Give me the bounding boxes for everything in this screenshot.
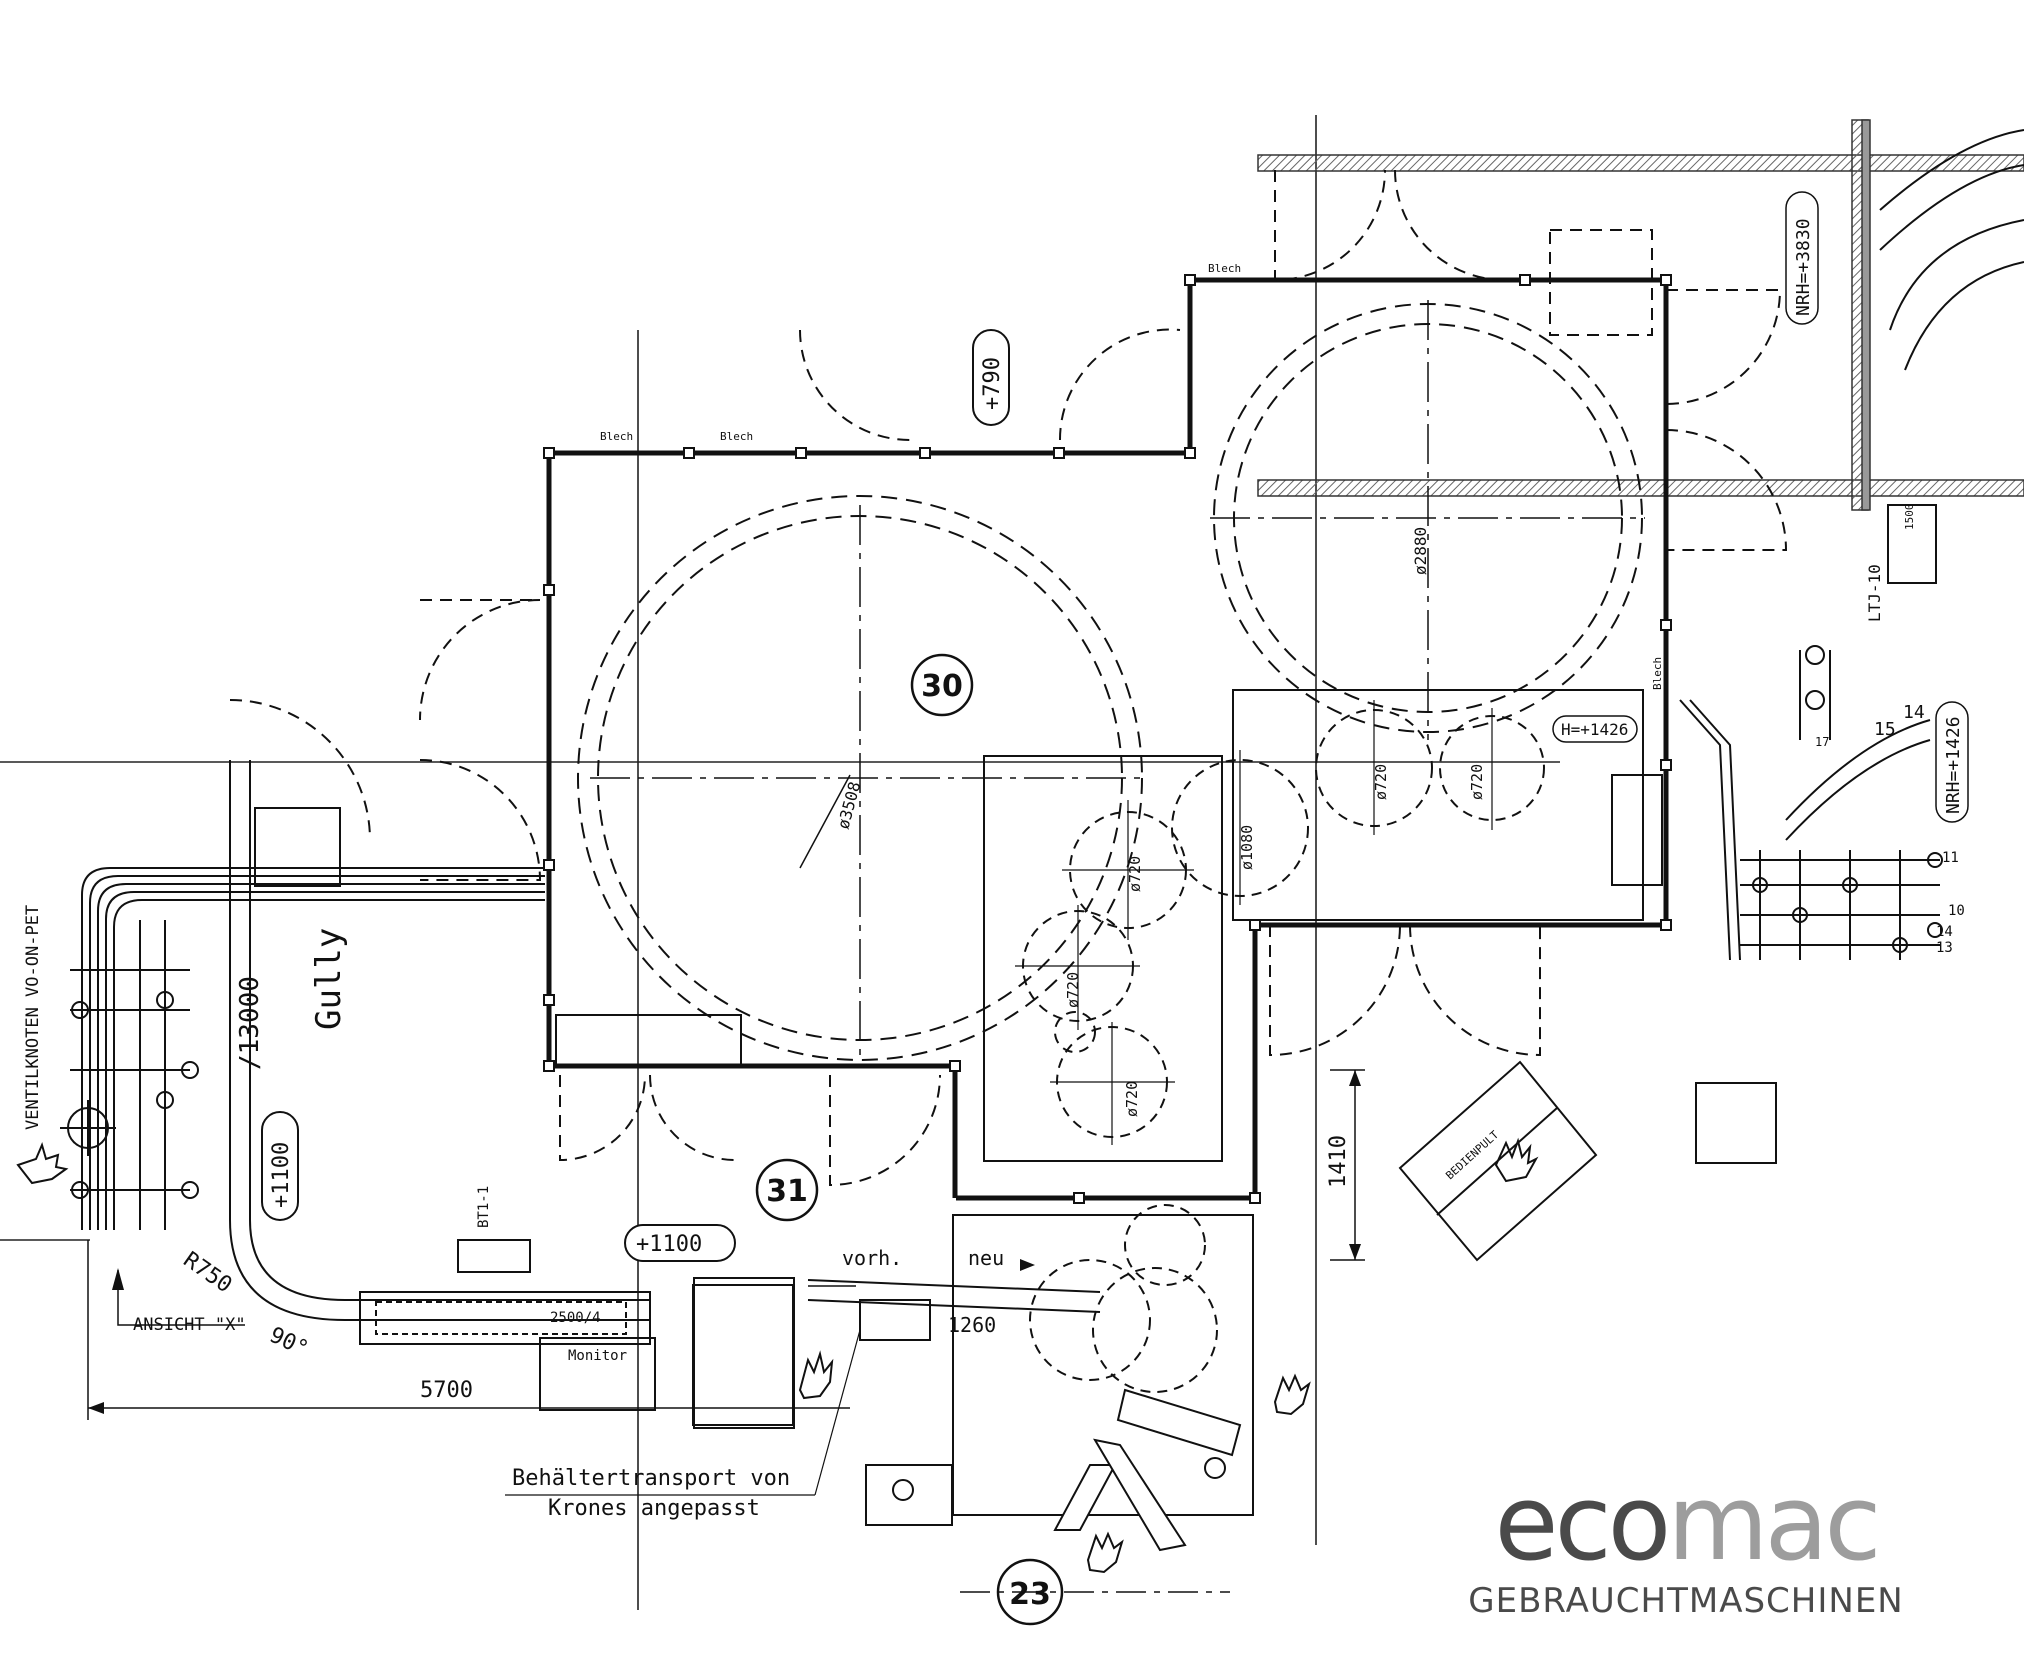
dim-2500: 2500/4 bbox=[550, 1310, 601, 1326]
number-17: 17 bbox=[1815, 735, 1829, 749]
transport-note-line2: Krones angepasst bbox=[548, 1496, 760, 1521]
number-14: 14 bbox=[1936, 924, 1953, 940]
vorh-label: vorh. bbox=[842, 1246, 902, 1270]
dim-phi720-a: ø720 bbox=[1126, 856, 1144, 892]
conveyor-lines bbox=[81, 129, 2024, 1321]
level-tag-1100-horizontal: +1100 bbox=[624, 1224, 736, 1262]
arrowheads bbox=[88, 1070, 1361, 1414]
brand-name-mac: mac bbox=[1667, 1462, 1881, 1584]
blech-label-2: Blech bbox=[720, 430, 753, 443]
dim-phi1080: ø1080 bbox=[1238, 825, 1256, 870]
neu-label: neu bbox=[968, 1246, 1004, 1270]
blech-label-3: Blech bbox=[1208, 262, 1241, 275]
robot-arms bbox=[892, 1388, 1242, 1552]
number-15: 15 bbox=[1874, 719, 1896, 740]
level-nrh1426-text: NRH=+1426 bbox=[1943, 716, 1964, 814]
wall-posts bbox=[543, 274, 1672, 1204]
conveyor-belt bbox=[359, 1277, 1101, 1429]
number-11: 11 bbox=[1942, 850, 1959, 866]
dim-phi2880: ø2880 bbox=[1411, 527, 1430, 575]
level-790-text: +790 bbox=[980, 357, 1005, 410]
tank-outlines bbox=[577, 303, 1643, 1061]
zone-30-label: 30 bbox=[921, 669, 963, 704]
monitor-label: Monitor bbox=[568, 1348, 627, 1364]
level-tag-h1426: H=+1426 bbox=[1552, 715, 1638, 743]
zone-23-marker: 23 bbox=[960, 1558, 1230, 1626]
transport-note-line1: Behältertransport von bbox=[512, 1466, 790, 1491]
level-tag-nrh1426: NRH=+1426 bbox=[1935, 701, 1969, 823]
level-tag-1100-vertical: +1100 bbox=[261, 1111, 299, 1221]
number-13: 13 bbox=[1936, 940, 1953, 956]
gully-label: Gully bbox=[309, 928, 349, 1030]
dim-1260: 1260 bbox=[948, 1313, 996, 1337]
brand-name: ecomac bbox=[1426, 1471, 1946, 1575]
level-nrh3830-text: NRH=+3830 bbox=[1793, 218, 1814, 316]
ventilknoten-label: VENTILKNOTEN VO-ON-PET bbox=[23, 905, 43, 1130]
equipment-boxes bbox=[254, 229, 1937, 1526]
dim-phi720-b: ø720 bbox=[1064, 972, 1082, 1008]
zone-23-label: 23 bbox=[1009, 1577, 1051, 1612]
hand-icon-robot-right bbox=[1273, 1373, 1311, 1416]
tank-centrelines bbox=[590, 300, 1645, 1058]
ltj-label: LTJ-10 bbox=[1865, 564, 1884, 622]
small-tanks bbox=[1022, 709, 1545, 1393]
hand-icon bbox=[16, 1142, 69, 1185]
blech-label-4: Blech bbox=[1651, 657, 1664, 690]
level-tag-nrh3830: NRH=+3830 bbox=[1785, 191, 1819, 325]
level-h1426-text: H=+1426 bbox=[1561, 720, 1628, 739]
transport-note-leader bbox=[814, 1329, 861, 1496]
brand-subtitle: GEBRAUCHTMASCHINEN bbox=[1468, 1581, 1904, 1621]
level-tag-790: +790 bbox=[972, 329, 1010, 426]
ansicht-label: ANSICHT "X" bbox=[133, 1315, 246, 1335]
brand-logo: ecomac GEBRAUCHTMASCHINEN bbox=[1426, 1471, 1946, 1621]
steel-beams bbox=[1257, 119, 2024, 511]
dim-r750: R750 bbox=[179, 1247, 237, 1298]
bediennpult-label: BEDIENPULT bbox=[1443, 1128, 1501, 1182]
door-swings bbox=[229, 169, 1788, 1187]
dim-phi720-e: ø720 bbox=[1468, 764, 1486, 800]
dim-13000: /13000 bbox=[235, 976, 265, 1070]
axis-lines bbox=[0, 115, 1560, 1610]
dim-phi720-c: ø720 bbox=[1123, 1081, 1141, 1117]
hand-icon-bediennpult bbox=[1494, 1137, 1539, 1183]
blech-label-1: Blech bbox=[600, 430, 633, 443]
dim-90-degrees: 90° bbox=[265, 1323, 312, 1362]
dim-1410: 1410 bbox=[1326, 1135, 1351, 1188]
hand-icon-robot-bottom bbox=[1086, 1531, 1124, 1574]
hand-icon-conveyor bbox=[798, 1350, 834, 1400]
valve-cluster-right bbox=[1740, 645, 1943, 960]
small-tank-crosses bbox=[1015, 700, 1493, 1145]
dim-phi720-d: ø720 bbox=[1372, 764, 1390, 800]
zone-31-label: 31 bbox=[766, 1174, 808, 1209]
brand-name-eco: eco bbox=[1494, 1462, 1671, 1584]
zone-31-marker: 31 bbox=[755, 1158, 819, 1222]
walls bbox=[546, 277, 1669, 1201]
level-1100-vertical-text: +1100 bbox=[269, 1142, 294, 1208]
bt-label: BT1-1 bbox=[476, 1186, 492, 1228]
level-1100-horizontal-text: +1100 bbox=[636, 1232, 702, 1257]
number-14-top: 14 bbox=[1903, 702, 1925, 723]
monitor-box bbox=[539, 1337, 656, 1411]
valve-cluster-left bbox=[60, 920, 199, 1230]
zone-30-marker: 30 bbox=[910, 653, 974, 717]
number-10: 10 bbox=[1948, 903, 1965, 919]
dimension-lines bbox=[87, 774, 1365, 1420]
number-1500: 1500 bbox=[1903, 504, 1916, 531]
dim-5700: 5700 bbox=[420, 1378, 473, 1403]
